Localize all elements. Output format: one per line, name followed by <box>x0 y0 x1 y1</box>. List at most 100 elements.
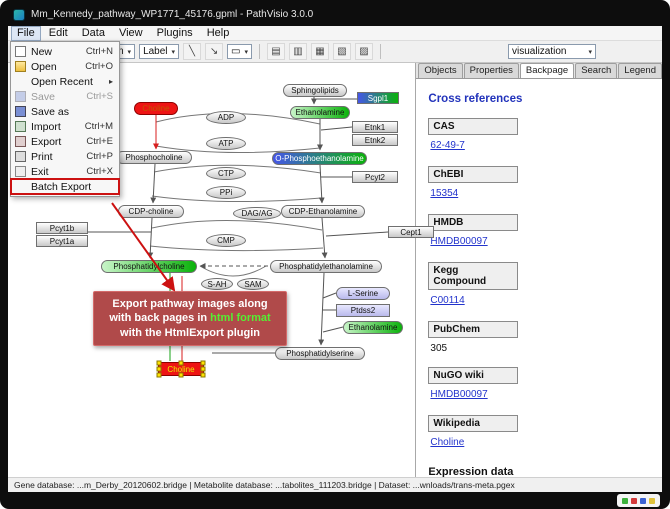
file-menu-item-batch-export[interactable]: Batch Export <box>10 178 120 195</box>
align-center-button[interactable]: ▦ <box>311 43 330 60</box>
pathway-node-sphingolipids[interactable]: Sphingolipids <box>283 84 347 97</box>
menu-item-label: Print <box>31 150 53 163</box>
pathway-node-sgpl1[interactable]: Sgpl1 <box>357 92 399 104</box>
selection-handle[interactable] <box>156 366 162 372</box>
visualization-select[interactable]: visualization ▾ <box>508 44 597 59</box>
pathway-node-dag-ag[interactable]: DAG/AG <box>233 207 281 220</box>
menu-item-shortcut: Ctrl+M <box>84 121 113 132</box>
pathway-node-ppi[interactable]: PPi <box>206 186 246 199</box>
pathway-node-phosphatidylcholine[interactable]: Phosphatidylcholine <box>101 260 197 273</box>
submenu-arrow-icon: ▸ <box>108 77 113 86</box>
pathway-node-ptdss2[interactable]: Ptdss2 <box>336 304 390 317</box>
menu-item-shortcut: Ctrl+S <box>86 91 113 102</box>
pathway-node-atp[interactable]: ATP <box>206 137 246 150</box>
selection-handle[interactable] <box>200 372 206 378</box>
tab-properties[interactable]: Properties <box>463 63 519 78</box>
pathway-node-cdp-choline[interactable]: CDP-choline <box>118 205 184 218</box>
tray-icon[interactable] <box>649 497 655 504</box>
tray-icon[interactable] <box>640 497 646 504</box>
visualization-value: visualization <box>512 46 567 57</box>
chevron-down-icon: ▾ <box>171 48 176 56</box>
tab-objects[interactable]: Objects <box>418 63 463 78</box>
line-tool-button[interactable]: ╲ <box>183 43 202 60</box>
pathway-node-ethanolamine-top[interactable]: Ethanolamine <box>290 106 350 119</box>
window-title: Mm_Kennedy_pathway_WP1771_45176.gpml - P… <box>31 9 314 20</box>
menu-item-label: Import <box>31 120 61 133</box>
db-id-link[interactable]: 62-49-7 <box>430 140 465 151</box>
pathway-node-pcyt1a[interactable]: Pcyt1a <box>36 235 88 247</box>
toolbar-separator <box>380 44 382 59</box>
db-id-link[interactable]: HMDB00097 <box>430 389 488 400</box>
distribute-horizontal-button[interactable]: ▧ <box>333 43 352 60</box>
pathway-node-ctp[interactable]: CTP <box>206 167 246 180</box>
tab-search[interactable]: Search <box>575 63 618 78</box>
annotation-segment: with the HtmlExport plugin <box>120 326 260 339</box>
pathway-node-cmp[interactable]: CMP <box>206 234 246 247</box>
pathway-node-s-ah[interactable]: S-AH <box>201 278 233 290</box>
shape-tool-select[interactable]: ▭ ▾ <box>227 44 253 59</box>
align-horizontal-button[interactable]: ▤ <box>267 43 286 60</box>
db-id-link[interactable]: 15354 <box>430 188 459 199</box>
pathway-node-cept1[interactable]: Cept1 <box>388 226 434 238</box>
pathway-node-adp[interactable]: ADP <box>206 111 246 124</box>
print-icon <box>15 151 26 162</box>
pathway-node-sam[interactable]: SAM <box>237 278 269 290</box>
tab-backpage[interactable]: Backpage <box>519 63 575 78</box>
annotation-highlight: html format <box>210 312 271 325</box>
pathway-node-l-serine[interactable]: L-Serine <box>336 287 390 300</box>
align-vertical-button[interactable]: ▥ <box>289 43 308 60</box>
selection-handle[interactable] <box>156 360 162 366</box>
menu-view[interactable]: View <box>118 26 143 39</box>
pathway-node-phosphatidylethanolamine[interactable]: Phosphatidylethanolamine <box>270 260 382 273</box>
selection-handle[interactable] <box>200 360 206 366</box>
pathway-node-phosphocholine[interactable]: Phosphocholine <box>116 151 192 164</box>
tab-legend[interactable]: Legend <box>618 63 662 78</box>
arrow-tool-button[interactable]: ↘ <box>205 43 224 60</box>
pathway-node-ethanolamine-mid[interactable]: Ethanolamine <box>343 321 403 334</box>
menu-edit[interactable]: Edit <box>48 26 68 39</box>
pathway-node-phosphatidylserine[interactable]: Phosphatidylserine <box>275 347 365 360</box>
chevron-down-icon: ▾ <box>244 48 249 56</box>
label-tool-select[interactable]: Label ▾ <box>139 44 180 59</box>
menu-help[interactable]: Help <box>206 26 230 39</box>
selection-handle[interactable] <box>156 372 162 378</box>
annotation-text: Export pathway images along with back pa… <box>102 297 278 340</box>
tray-icon[interactable] <box>622 497 628 504</box>
file-menu-item-import[interactable]: Import Ctrl+M <box>11 119 119 134</box>
label-tool-value: Label <box>143 46 168 57</box>
pathway-node-o-phosphoethanolamine[interactable]: O-Phosphoethanolamine <box>272 152 367 165</box>
file-menu-item-open-recent[interactable]: Open Recent ▸ <box>11 74 119 89</box>
db-id-link[interactable]: HMDB00097 <box>430 236 488 247</box>
status-text: Gene database: ...m_Derby_20120602.bridg… <box>14 480 515 490</box>
blank-icon <box>15 181 26 192</box>
selection-handle[interactable] <box>178 372 184 378</box>
selection-handle[interactable] <box>200 366 206 372</box>
selection-handle[interactable] <box>178 360 184 366</box>
menu-data[interactable]: Data <box>81 26 105 39</box>
menu-item-label: Open Recent <box>31 75 93 88</box>
db-id-link[interactable]: C00114 <box>430 295 465 306</box>
pathway-node-pcyt1b[interactable]: Pcyt1b <box>36 222 88 234</box>
menu-file[interactable]: File <box>11 25 41 41</box>
distribute-vertical-button[interactable]: ▨ <box>355 43 374 60</box>
pathway-node-choline-top[interactable]: Choline <box>134 102 178 115</box>
shape-icon: ▭ <box>231 46 241 57</box>
annotation-segment: Export pathway images along with back pa… <box>109 298 268 325</box>
pathway-node-etnk1[interactable]: Etnk1 <box>352 121 398 133</box>
pathway-node-cdp-ethanolamine[interactable]: CDP-Ethanolamine <box>281 205 365 218</box>
menu-plugins[interactable]: Plugins <box>156 26 193 39</box>
db-id-link[interactable]: Choline <box>430 437 465 448</box>
pathway-node-pcyt2[interactable]: Pcyt2 <box>352 171 398 183</box>
pathway-node-choline-bottom[interactable]: Choline <box>156 360 206 378</box>
file-menu-item-save-as[interactable]: Save as <box>11 104 119 119</box>
pathway-node-etnk2[interactable]: Etnk2 <box>352 134 398 146</box>
tray-icon[interactable] <box>631 497 637 504</box>
